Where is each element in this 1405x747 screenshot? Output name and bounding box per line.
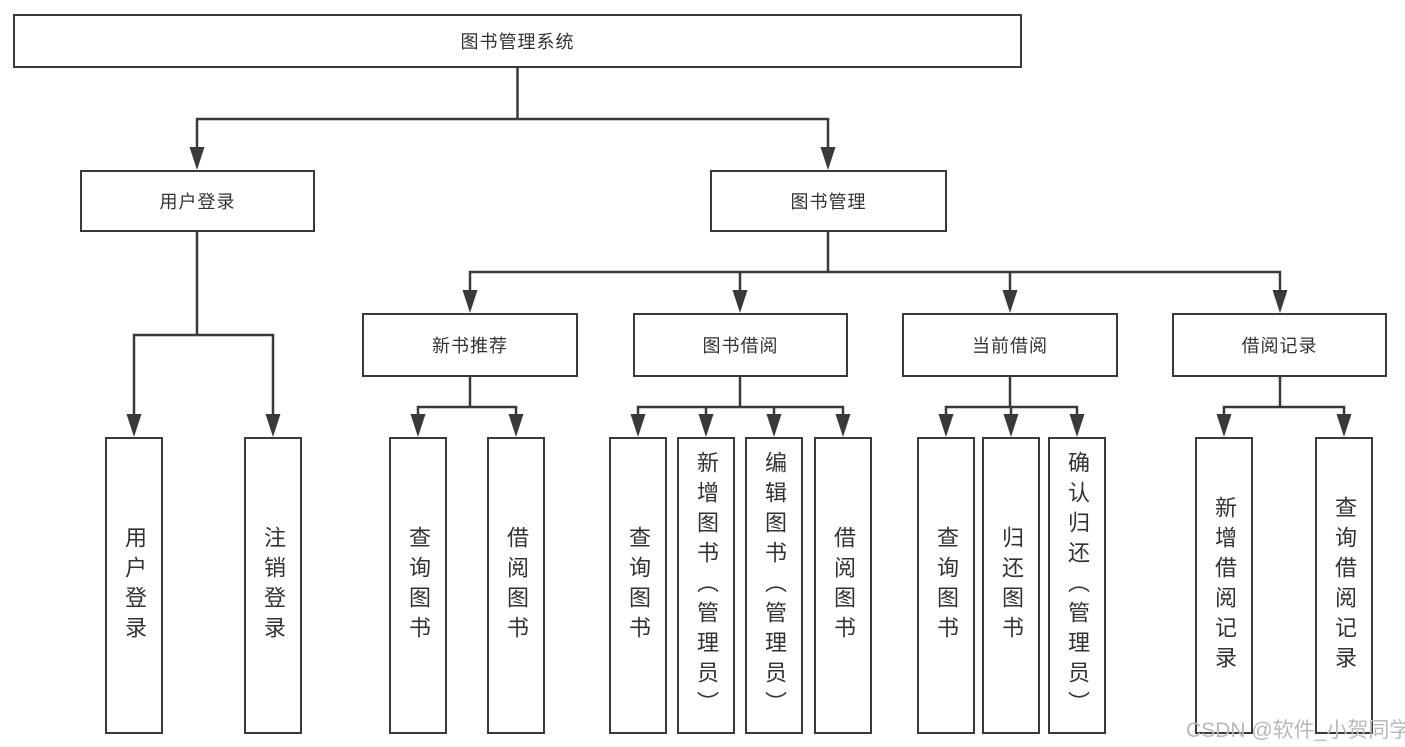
node-library-system: 图书管理系统 [13, 14, 1022, 68]
leaf-label: 注销登录 [261, 525, 286, 646]
leaf-node-query-books: 查询图书 [389, 437, 447, 734]
node-label: 当前借阅 [972, 336, 1048, 356]
csdn-watermark: CSDN @软件_小贺同学 [1186, 719, 1405, 742]
node-current-borrow: 当前借阅 [902, 313, 1118, 377]
leaf-label: 新增图书（管理员） [694, 450, 719, 721]
leaf-label: 确认归还（管理员） [1065, 450, 1090, 721]
leaf-node-add-borrow-record: 新增借阅记录 [1195, 437, 1253, 734]
leaf-label: 用户登录 [122, 525, 147, 646]
leaf-label: 借阅图书 [831, 525, 856, 646]
node-new-book-recommend: 新书推荐 [362, 313, 578, 377]
leaf-node-user-login: 用户登录 [105, 437, 163, 734]
node-book-borrow: 图书借阅 [633, 313, 848, 377]
leaf-node-query-borrow-record: 查询借阅记录 [1315, 437, 1373, 734]
leaf-node-borrow-books: 借阅图书 [487, 437, 545, 734]
leaf-label: 编辑图书（管理员） [762, 450, 787, 721]
leaf-node-logout: 注销登录 [244, 437, 302, 734]
leaf-label: 查询图书 [934, 525, 959, 646]
leaf-node-confirm-return-admin: 确认归还（管理员） [1048, 437, 1106, 734]
leaf-node-query-books: 查询图书 [609, 437, 667, 734]
node-label: 用户登录 [159, 192, 236, 212]
node-label: 新书推荐 [432, 336, 508, 356]
node-label: 图书管理系统 [460, 32, 575, 52]
node-user-login: 用户登录 [80, 170, 315, 232]
node-borrow-records: 借阅记录 [1172, 313, 1387, 377]
leaf-label: 查询图书 [406, 525, 431, 646]
leaf-label: 归还图书 [999, 525, 1024, 646]
leaf-label: 借阅图书 [504, 525, 529, 646]
node-label: 图书管理 [790, 192, 867, 212]
leaf-label: 新增借阅记录 [1212, 495, 1237, 676]
node-label: 图书借阅 [702, 336, 779, 356]
leaf-label: 查询图书 [626, 525, 651, 646]
node-book-management: 图书管理 [710, 170, 947, 232]
leaf-label: 查询借阅记录 [1332, 495, 1357, 676]
leaf-node-edit-books-admin: 编辑图书（管理员） [745, 437, 803, 734]
node-label: 借阅记录 [1241, 336, 1318, 356]
leaf-node-borrow-books: 借阅图书 [814, 437, 872, 734]
leaf-node-add-books-admin: 新增图书（管理员） [677, 437, 735, 734]
leaf-node-return-books: 归还图书 [982, 437, 1040, 734]
leaf-node-query-books: 查询图书 [917, 437, 975, 734]
